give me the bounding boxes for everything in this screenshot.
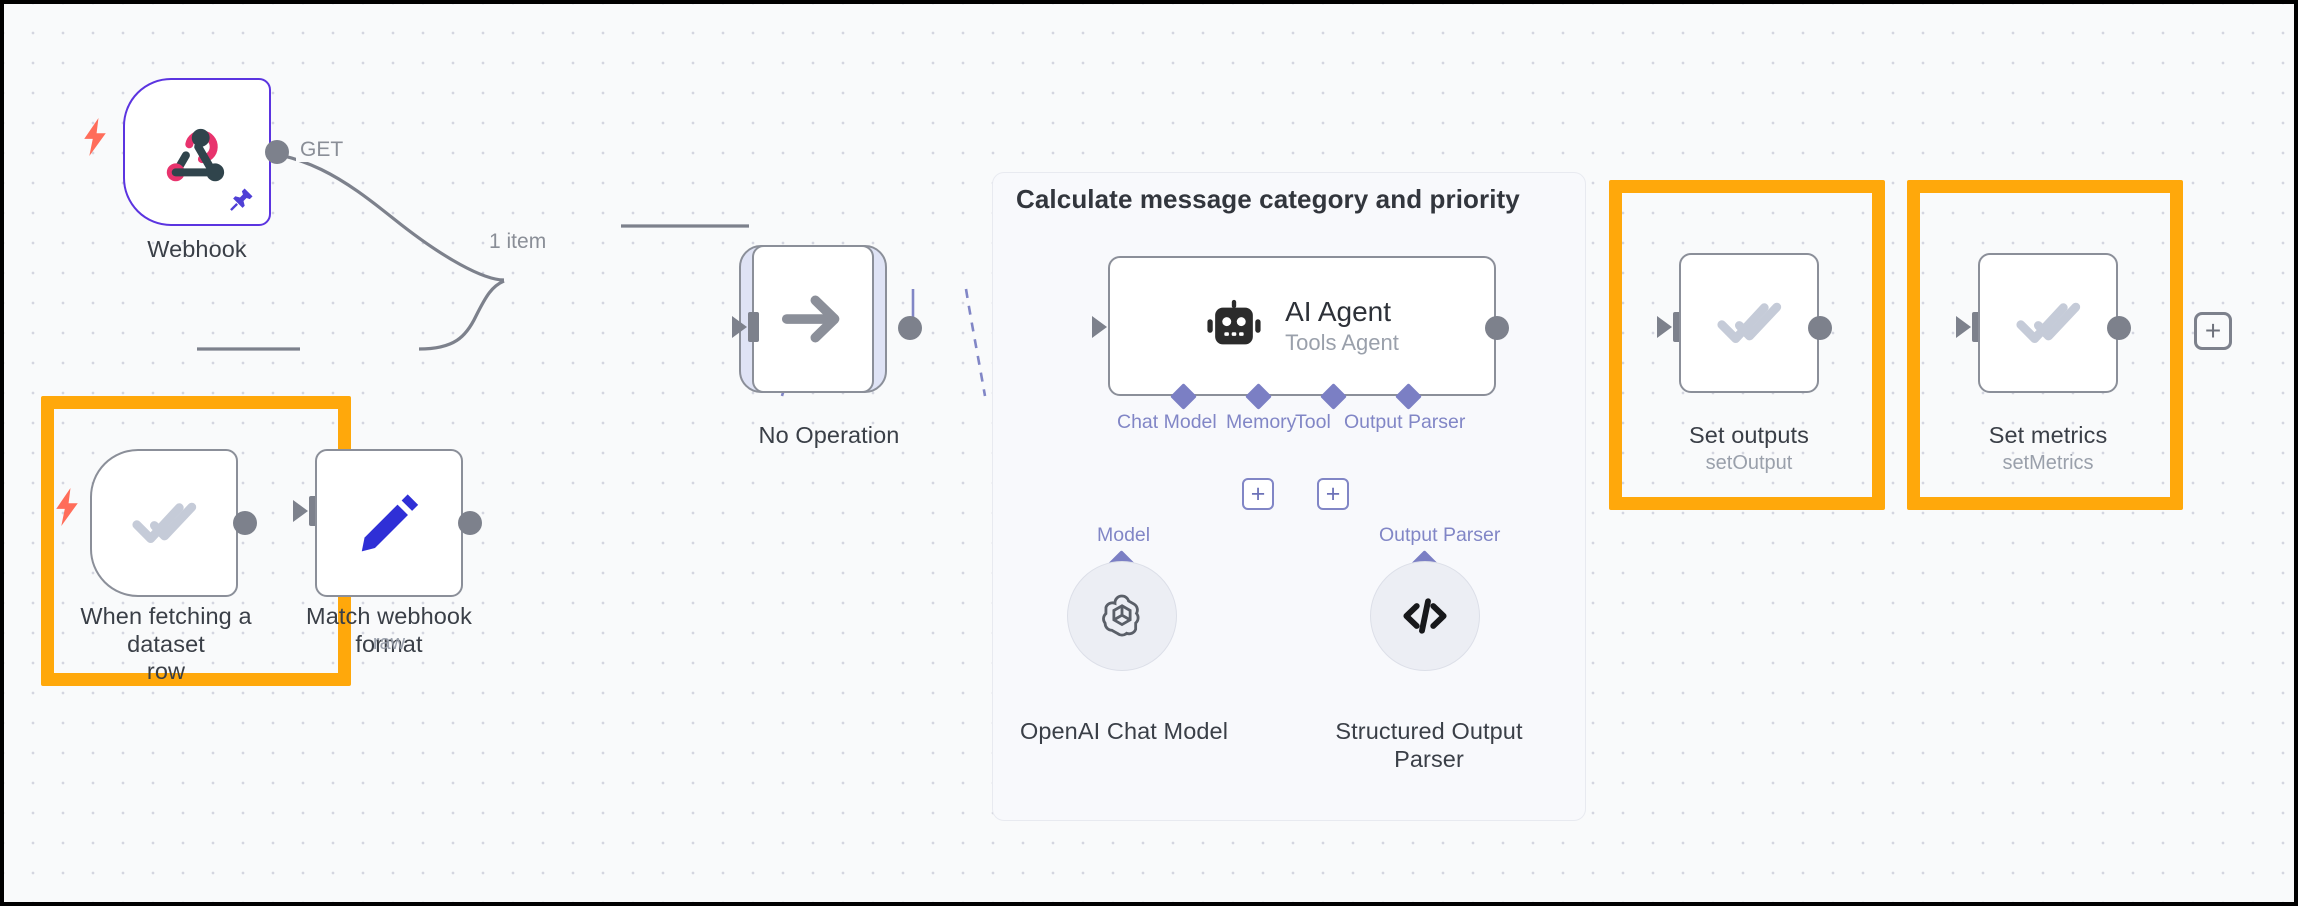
trigger-bolt-icon-dataset-trigger — [54, 488, 80, 526]
node-label-no-operation: No Operation — [758, 422, 900, 448]
ai-agent-text-block: AI Agent Tools Agent — [1285, 295, 1399, 357]
node-set-outputs[interactable] — [1679, 253, 1819, 393]
input-arrow-match-webhook — [293, 500, 308, 522]
input-arrow-no-operation — [732, 316, 747, 338]
node-sublabel-set-metrics: setMetrics — [2002, 452, 2094, 474]
connector-label-output-parser: Output Parser — [1379, 524, 1501, 546]
add-node-button[interactable]: + — [2194, 312, 2232, 350]
node-sublabel-match-webhook: raw — [372, 632, 406, 654]
node-webhook[interactable] — [123, 78, 271, 226]
node-label-openai-chat-model: OpenAI Chat Model — [1019, 718, 1229, 744]
ai-agent-subtitle: Tools Agent — [1285, 329, 1399, 355]
input-arrow-set-outputs — [1657, 316, 1672, 338]
input-port-match-webhook[interactable] — [309, 496, 320, 526]
agent-group-title: Calculate message category and priority — [1016, 184, 1520, 214]
node-sublabel-set-outputs: setOutput — [1705, 452, 1793, 474]
node-label-webhook: Webhook — [147, 236, 247, 262]
agent-port-label-output-parser: Output Parser — [1344, 411, 1466, 433]
double-check-icon — [2014, 289, 2082, 357]
output-endpoint-set-outputs[interactable] — [1808, 316, 1832, 340]
webhook-icon — [160, 115, 234, 189]
code-brackets-icon — [1399, 590, 1451, 642]
node-openai-chat-model[interactable] — [1067, 561, 1177, 671]
node-label-structured-output-parser: Structured Output Parser — [1335, 718, 1523, 772]
node-structured-output-parser[interactable] — [1370, 561, 1480, 671]
input-port-set-metrics[interactable] — [1972, 312, 1983, 342]
node-label-set-outputs: Set outputs — [1689, 422, 1809, 448]
edge-label-get: GET — [296, 138, 348, 162]
double-check-icon — [1715, 289, 1783, 357]
ai-agent-title: AI Agent — [1285, 295, 1391, 327]
input-arrow-set-metrics — [1956, 316, 1971, 338]
edge-label-1-item: 1 item — [485, 230, 551, 254]
input-port-no-operation[interactable] — [748, 312, 759, 342]
output-endpoint-dataset-trigger[interactable] — [233, 511, 257, 535]
add-memory-button[interactable]: + — [1242, 478, 1274, 510]
agent-port-label-chat-model: Chat Model — [1117, 411, 1217, 433]
node-no-operation-selection — [739, 245, 887, 393]
trigger-bolt-icon-webhook — [82, 118, 108, 156]
input-arrow-ai-agent — [1092, 316, 1107, 338]
input-port-set-outputs[interactable] — [1673, 312, 1684, 342]
connector-label-model: Model — [1097, 524, 1151, 546]
arrow-right-icon — [778, 284, 848, 354]
node-label-dataset-trigger: When fetching a dataset row — [80, 603, 252, 685]
output-endpoint-ai-agent[interactable] — [1485, 316, 1509, 340]
node-label-set-metrics: Set metrics — [1988, 422, 2108, 448]
add-tool-button[interactable]: + — [1317, 478, 1349, 510]
node-match-webhook[interactable] — [315, 449, 463, 597]
pencil-icon — [356, 490, 422, 556]
node-no-operation[interactable] — [752, 245, 874, 393]
robot-icon — [1205, 297, 1263, 355]
node-ai-agent[interactable]: AI Agent Tools Agent — [1108, 256, 1496, 396]
output-endpoint-no-operation[interactable] — [898, 316, 922, 340]
pin-icon — [229, 184, 255, 214]
output-endpoint-webhook[interactable] — [265, 140, 289, 164]
node-set-metrics[interactable] — [1978, 253, 2118, 393]
output-endpoint-set-metrics[interactable] — [2107, 316, 2131, 340]
agent-port-label-tool: Tool — [1295, 411, 1331, 433]
node-dataset-trigger[interactable] — [90, 449, 238, 597]
node-label-match-webhook: Match webhook format — [306, 603, 472, 657]
output-endpoint-match-webhook[interactable] — [458, 511, 482, 535]
double-check-icon — [130, 489, 198, 557]
openai-icon — [1097, 591, 1147, 641]
agent-port-label-memory: Memory — [1226, 411, 1297, 433]
